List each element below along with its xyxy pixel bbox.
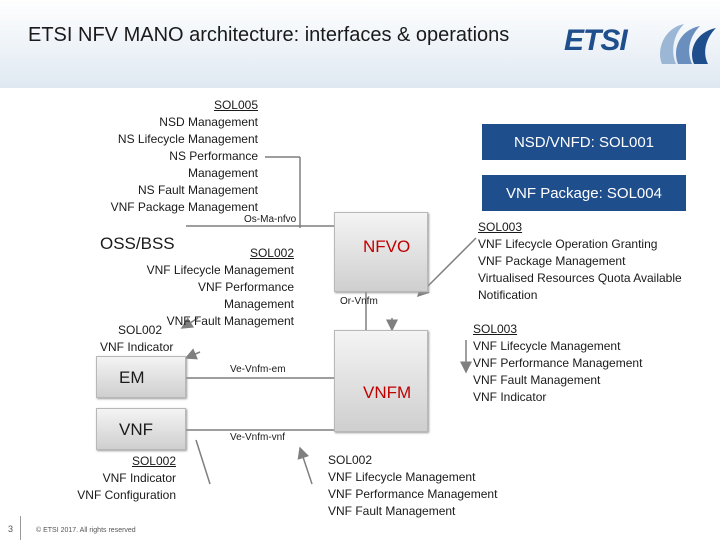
sol002-indicator-heading: SOL002 xyxy=(118,323,163,337)
em-box: EM xyxy=(96,356,186,398)
sol002-vnfm-line: VNF Fault Management xyxy=(328,504,456,518)
vnf-package-box: VNF Package: SOL004 xyxy=(482,175,686,211)
sol003-vnfm-line: VNF Performance Management xyxy=(473,356,643,370)
sol003-nfvo-line: VNF Lifecycle Operation Granting xyxy=(478,237,658,251)
ve-vnfm-em-label: Ve-Vnfm-em xyxy=(230,364,286,375)
os-ma-nfvo-label: Os-Ma-nfvo xyxy=(244,214,297,225)
nfvo-box: NFVO xyxy=(334,212,428,292)
sol002-vnfm-heading: SOL002 xyxy=(328,453,373,467)
oss-bss-box xyxy=(96,214,186,228)
sol003-nfvo-heading: SOL003 xyxy=(478,220,523,234)
sol002-vnfm-line: VNF Lifecycle Management xyxy=(328,470,476,484)
sol003-nfvo-line: VNF Package Management xyxy=(478,254,626,268)
nsd-vnfd-box: NSD/VNFD: SOL001 xyxy=(482,124,686,160)
sol003-nfvo-text: SOL003 VNF Lifecycle Operation Granting … xyxy=(478,219,682,304)
sol003-vnfm-text: SOL003 VNF Lifecycle Management VNF Perf… xyxy=(473,321,642,406)
sol003-nfvo-line: Virtualised Resources Quota Available xyxy=(478,271,682,285)
etsi-logo-icon xyxy=(660,24,716,64)
em-label: EM xyxy=(119,368,145,387)
vnfm-box: VNFM xyxy=(334,330,428,432)
sol002-em-line: VNF Lifecycle Management xyxy=(146,263,294,277)
sol002-em-text: SOL002 VNF Lifecycle Management VNF Perf… xyxy=(124,245,294,330)
sol002-indicator-text: SOL002 VNF Indicator xyxy=(100,322,173,356)
footer-divider xyxy=(20,516,21,540)
or-vnfm-label: Or-Vnfm xyxy=(340,296,378,307)
sol005-line: VNF Package Management xyxy=(110,200,258,214)
sol003-vnfm-heading: SOL003 xyxy=(473,322,518,336)
sol002-vnf-heading: SOL002 xyxy=(131,454,176,468)
sol002-em-line: VNF Fault Management xyxy=(166,314,294,328)
sol002-indicator-line: VNF Indicator xyxy=(100,340,174,354)
oss-bss-label: OSS/BSS xyxy=(100,234,175,253)
sol003-vnfm-line: VNF Indicator xyxy=(473,390,547,404)
sol002-vnfm-line: VNF Performance Management xyxy=(328,487,498,501)
sol002-vnf-line: VNF Configuration xyxy=(77,488,176,502)
sol005-heading: SOL005 xyxy=(213,98,258,112)
page-title: ETSI NFV MANO architecture: interfaces &… xyxy=(28,24,510,46)
sol002-em-line: VNF Performance xyxy=(197,280,294,294)
sol002-em-heading: SOL002 xyxy=(249,246,294,260)
sol002-vnfm-text: SOL002 VNF Lifecycle Management VNF Perf… xyxy=(328,452,497,520)
sol005-line: NS Fault Management xyxy=(137,183,258,197)
sol002-vnf-text: SOL002 VNF Indicator VNF Configuration xyxy=(60,453,176,504)
etsi-logo: ETSI xyxy=(564,20,720,72)
ve-vnfm-vnf-label: Ve-Vnfm-vnf xyxy=(230,432,286,443)
sol002-em-line: Management xyxy=(223,297,294,311)
sol005-line: NSD Management xyxy=(159,115,258,129)
sol003-vnfm-line: VNF Lifecycle Management xyxy=(473,339,621,353)
sol005-line: NS Lifecycle Management xyxy=(117,132,258,146)
sol005-line: Management xyxy=(187,166,258,180)
sol005-line: NS Performance xyxy=(169,149,258,163)
vnf-label: VNF xyxy=(119,420,153,439)
sol003-nfvo-line: Notification xyxy=(478,288,538,302)
sol003-vnfm-line: VNF Fault Management xyxy=(473,373,601,387)
copyright-text: © ETSI 2017. All rights reserved xyxy=(36,527,136,534)
sol005-text: SOL005 NSD Management NS Lifecycle Manag… xyxy=(96,97,258,216)
sol002-vnf-line: VNF Indicator xyxy=(102,471,176,485)
title-bar: ETSI NFV MANO architecture: interfaces &… xyxy=(0,0,720,88)
nfvo-label: NFVO xyxy=(363,237,411,256)
vnf-box: VNF xyxy=(96,408,186,450)
logo-text: ETSI xyxy=(564,24,628,57)
vnfm-label: VNFM xyxy=(363,383,412,402)
page-number: 3 xyxy=(8,524,14,534)
